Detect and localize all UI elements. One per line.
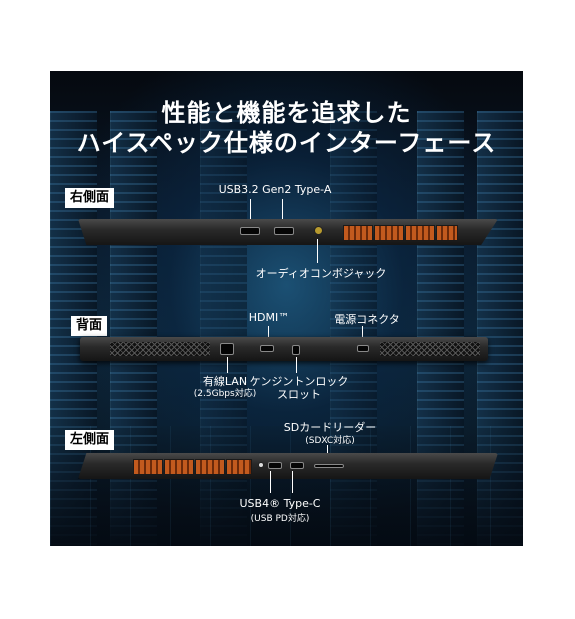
vent [405, 225, 435, 241]
vent [226, 459, 252, 475]
usb-a-port [274, 227, 294, 235]
lan-sub-label: (2.5Gbps対応) [193, 389, 257, 399]
leader-line [296, 357, 297, 373]
left-side-view [78, 453, 498, 479]
leader-line [250, 199, 251, 223]
usb-a-label: USB3.2 Gen2 Type-A [218, 183, 332, 196]
leader-line [270, 471, 271, 493]
floor [50, 426, 523, 546]
sd-card-slot [314, 464, 344, 468]
kensington-label-2: スロット [277, 388, 321, 401]
usb4-sub-label: (USB PD対応) [250, 514, 310, 524]
usb-a-port [240, 227, 260, 235]
audio-jack [314, 226, 323, 235]
leader-line [282, 199, 283, 223]
kensington-slot [292, 345, 300, 355]
lan-port [220, 343, 234, 355]
kensington-label: ケンジントンロック [249, 375, 349, 388]
headline-line1: 性能と機能を追求した [161, 99, 412, 127]
back-side-tag: 背面 [71, 316, 108, 336]
vent [133, 459, 163, 475]
vent [380, 342, 480, 356]
vent [195, 459, 225, 475]
leader-line [292, 471, 293, 493]
audio-jack-label: オーディオコンボジャック [255, 267, 387, 280]
usb-c-port [290, 462, 304, 469]
sd-reader-label: SDカードリーダー [283, 421, 377, 434]
vent [374, 225, 404, 241]
right-side-tag: 右側面 [65, 188, 115, 208]
leader-line [227, 357, 228, 373]
headline-line2: ハイスペック仕様のインターフェース [76, 129, 497, 157]
sd-reader-sub-label: (SDXC対応) [305, 436, 355, 446]
vent [110, 342, 210, 356]
vent [436, 225, 458, 241]
leader-line [317, 239, 318, 263]
hdmi-label: HDMI™ [248, 311, 290, 324]
power-port [357, 345, 369, 352]
led-indicator [258, 462, 264, 468]
vent [164, 459, 194, 475]
back-side-view [80, 337, 488, 361]
hero-panel: 性能と機能を追求した ハイスペック仕様のインターフェース 右側面 USB3.2 … [50, 71, 523, 546]
usb4-label: USB4® Type-C [239, 497, 321, 510]
vent [343, 225, 373, 241]
lan-label: 有線LAN [202, 375, 248, 388]
usb-c-port [268, 462, 282, 469]
left-side-tag: 左側面 [65, 430, 115, 450]
right-side-view [78, 219, 498, 245]
hdmi-port [260, 345, 274, 352]
power-label: 電源コネクタ [334, 313, 400, 326]
